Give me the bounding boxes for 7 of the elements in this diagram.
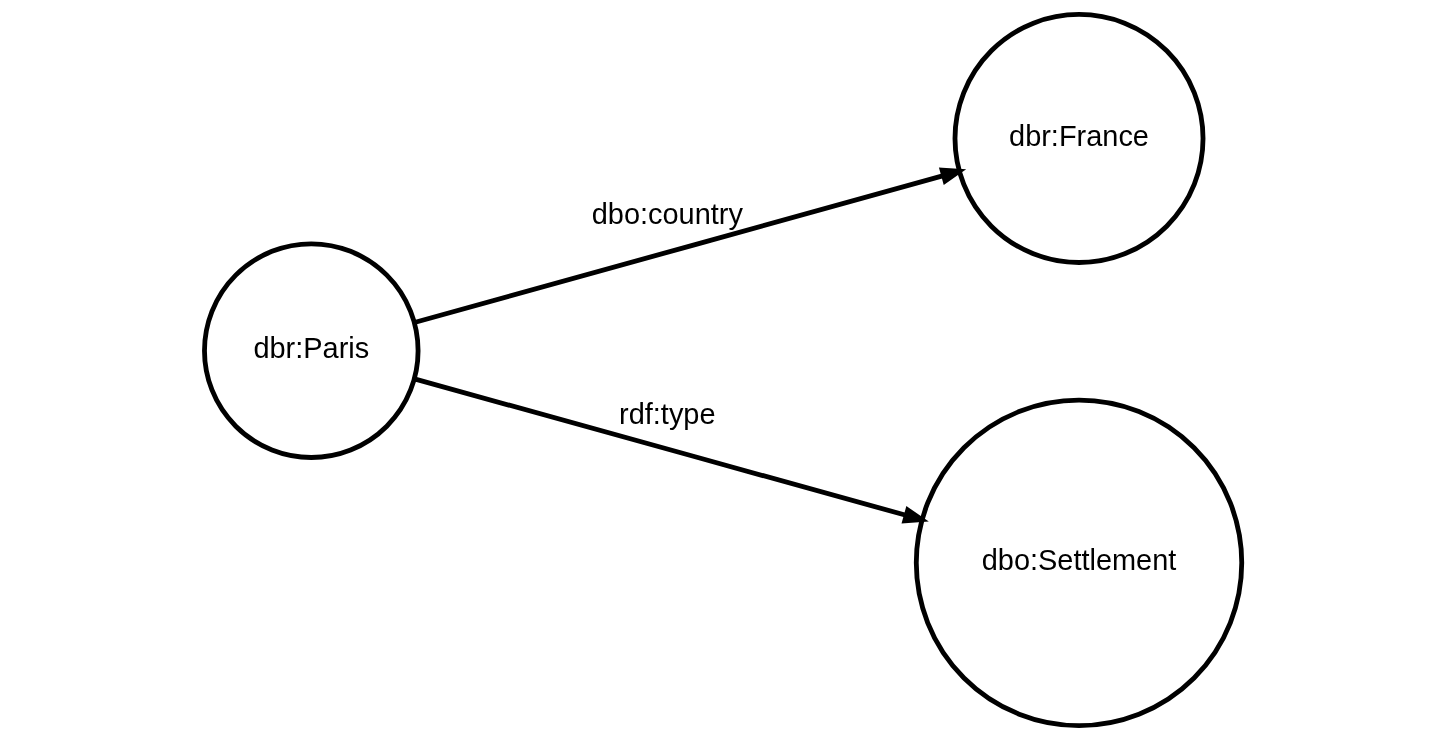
node-circle: dbr:Paris: [202, 241, 421, 460]
node-circle: dbr:France: [952, 12, 1206, 265]
edge-label: rdf:type: [619, 397, 716, 430]
arrow: [413, 167, 967, 325]
node-circle: dbo:Settlement: [913, 397, 1245, 728]
arrow: [413, 376, 929, 524]
edge-label: dbo:country: [591, 198, 743, 231]
